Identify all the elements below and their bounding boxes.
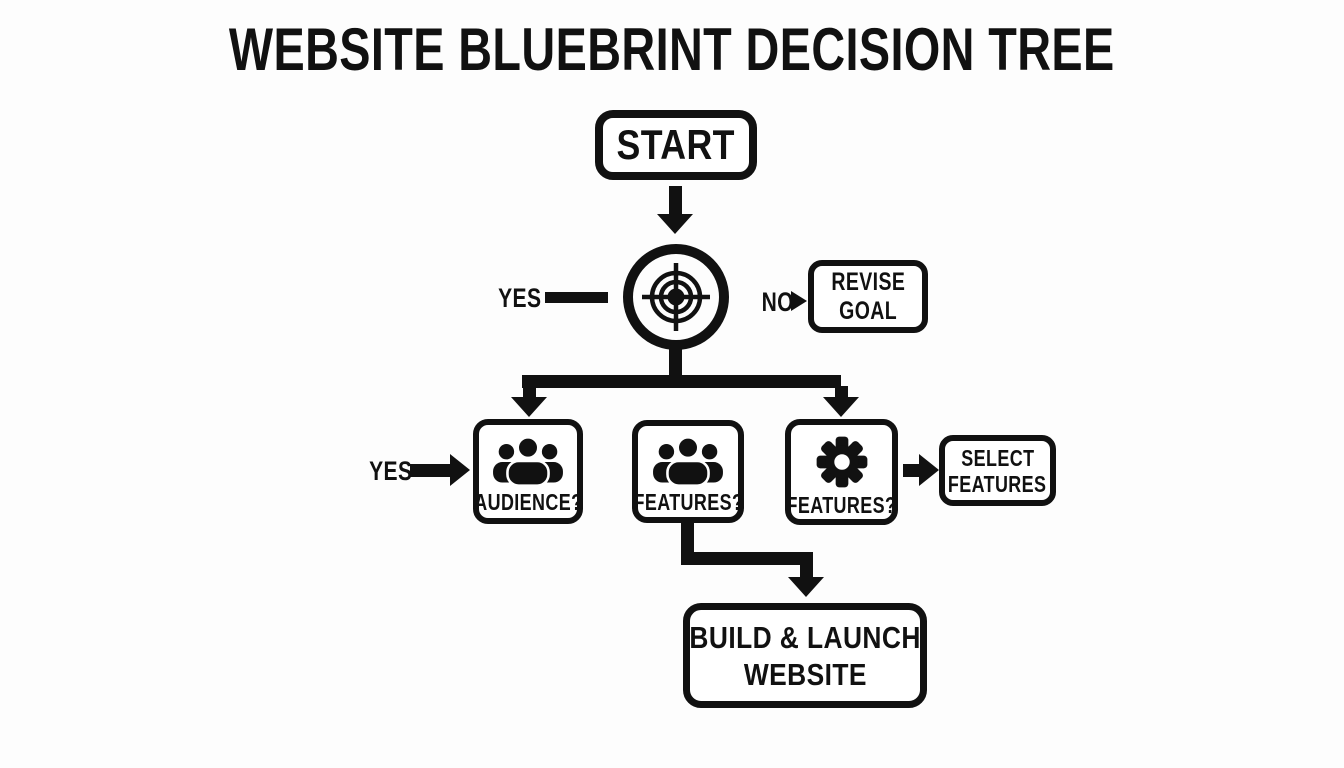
target-icon xyxy=(623,244,729,350)
node-revise-goal: REVISE GOAL xyxy=(808,260,928,333)
arrowhead-down-icon xyxy=(788,577,824,597)
features-people-label: FEATURES? xyxy=(633,488,743,515)
arrowhead-down-icon xyxy=(657,214,693,234)
edge-label-audience-yes: YES xyxy=(369,456,413,486)
audience-label: AUDIENCE? xyxy=(473,488,583,515)
node-features-people: FEATURES? xyxy=(632,420,744,523)
page-title: WEBSITE BLUEBRINT DECISION TREE xyxy=(0,20,1344,80)
people-icon xyxy=(493,435,563,487)
connector-branch-right-shaft xyxy=(835,386,848,399)
arrowhead-down-icon xyxy=(511,397,547,417)
connector-branch-bar xyxy=(522,375,841,388)
edge-label-goal-no: NO xyxy=(761,287,794,317)
connector-yes-left-shaft xyxy=(410,464,452,477)
node-select-features: SELECT FEATURES xyxy=(939,435,1056,506)
node-features-gear: FEATURES? xyxy=(785,419,898,525)
features-gear-label: FEATURES? xyxy=(786,492,897,518)
people-icon xyxy=(653,435,723,487)
connector-start-to-goal-shaft xyxy=(669,186,682,216)
node-build-launch: BUILD & LAUNCH WEBSITE xyxy=(683,603,927,708)
node-audience: AUDIENCE? xyxy=(473,419,583,524)
select-features-line2: FEATURES xyxy=(948,470,1047,497)
connector-build-shaft xyxy=(800,563,813,579)
connector-yes-line xyxy=(545,292,608,303)
arrowhead-right-icon xyxy=(450,454,470,486)
connector-elbow-bar xyxy=(681,552,813,565)
gear-icon xyxy=(816,436,867,488)
connector-goal-stub xyxy=(669,348,682,377)
connector-branch-left-shaft xyxy=(523,386,536,399)
start-label: START xyxy=(616,121,736,168)
build-launch-line1: BUILD & LAUNCH xyxy=(689,619,921,655)
edge-label-goal-yes: YES xyxy=(498,283,542,313)
arrowhead-right-icon xyxy=(791,291,807,311)
arrowhead-right-icon xyxy=(919,454,939,486)
node-start: START xyxy=(595,110,757,180)
select-features-line1: SELECT xyxy=(960,444,1035,471)
revise-goal-line1: REVISE xyxy=(831,267,905,296)
arrowhead-down-icon xyxy=(823,397,859,417)
node-goal-check xyxy=(621,242,731,352)
revise-goal-line2: GOAL xyxy=(839,296,897,325)
page-title-text: WEBSITE BLUEBRINT DECISION TREE xyxy=(229,16,1115,83)
build-launch-line2: WEBSITE xyxy=(743,656,867,692)
connector-select-shaft xyxy=(903,464,921,477)
